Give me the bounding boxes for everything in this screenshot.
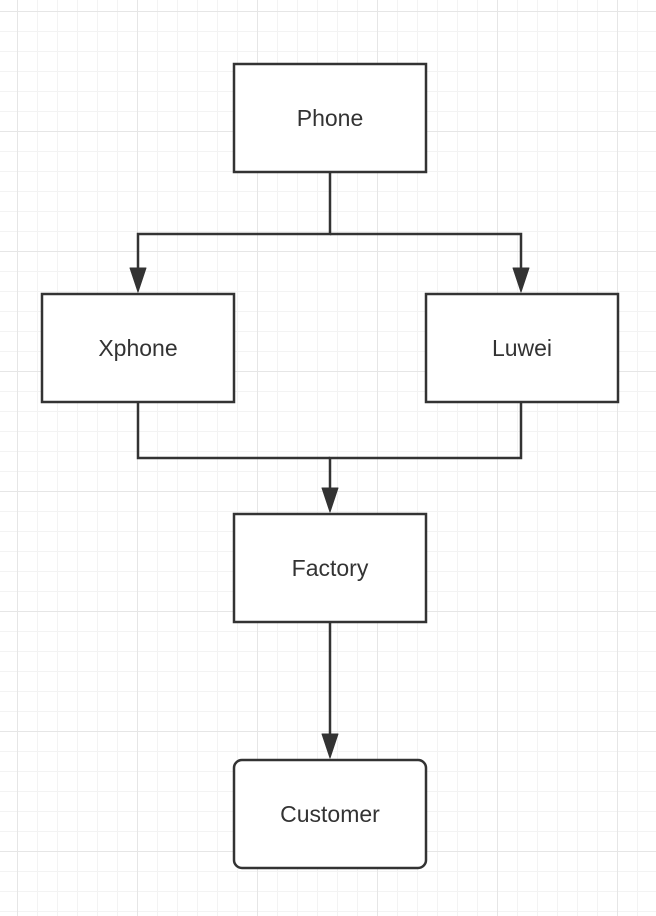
node-label-xphone: Xphone bbox=[98, 335, 177, 361]
node-label-luwei: Luwei bbox=[492, 335, 552, 361]
edge-xphone-to-factory[interactable] bbox=[136, 403, 330, 460]
node-factory[interactable]: Factory bbox=[232, 512, 428, 624]
node-phone[interactable]: Phone bbox=[232, 62, 428, 174]
edge-luwei-to-factory[interactable] bbox=[321, 403, 523, 513]
node-xphone[interactable]: Xphone bbox=[40, 292, 236, 404]
arrowhead bbox=[512, 267, 530, 293]
node-label-customer: Customer bbox=[280, 801, 380, 827]
node-label-phone: Phone bbox=[297, 105, 364, 131]
node-customer[interactable]: Customer bbox=[232, 758, 428, 870]
node-label-factory: Factory bbox=[292, 555, 369, 581]
edge-phone-to-luwei[interactable] bbox=[330, 232, 530, 293]
node-luwei[interactable]: Luwei bbox=[424, 292, 620, 404]
edge-factory-to-customer[interactable] bbox=[321, 623, 339, 759]
arrowhead bbox=[129, 267, 147, 293]
edge-phone-to-xphone[interactable] bbox=[129, 173, 332, 293]
arrowhead bbox=[321, 733, 339, 759]
arrowhead bbox=[321, 487, 339, 513]
